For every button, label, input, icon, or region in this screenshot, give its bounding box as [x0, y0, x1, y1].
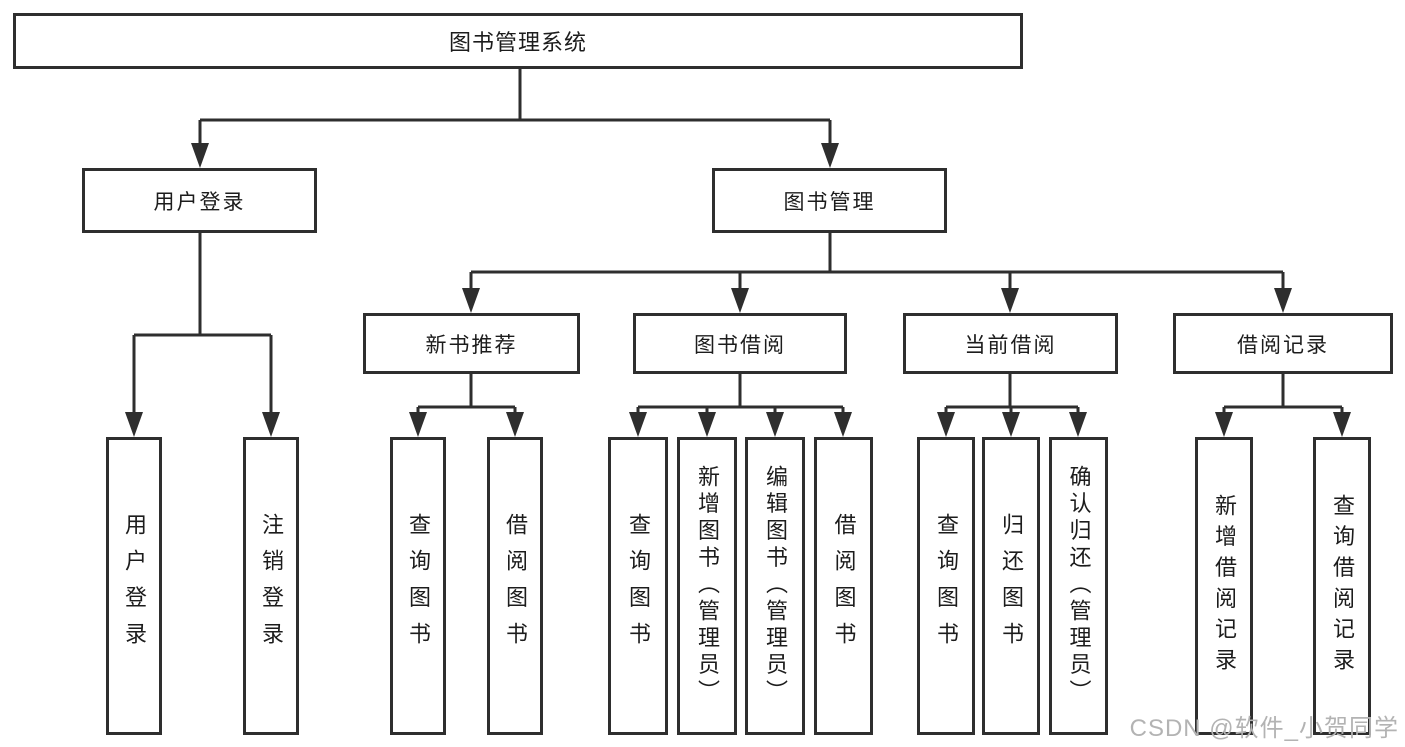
leaf-logout: 注销登录	[243, 437, 299, 735]
leaf-query-books: 查询图书	[608, 437, 668, 735]
leaf-label: 借阅图书	[503, 513, 528, 659]
leaf-add-book-admin: 新增图书（管理员）	[677, 437, 737, 735]
leaf-label: 注销登录	[259, 513, 284, 659]
leaf-label: 查询图书	[934, 513, 959, 659]
leaf-user-login: 用户登录	[106, 437, 162, 735]
node-label: 用户登录	[153, 190, 246, 214]
node-label: 图书管理	[783, 190, 876, 214]
node-label: 图书借阅	[694, 333, 786, 357]
leaf-label: 查询图书	[406, 513, 431, 659]
leaf-label: 用户登录	[122, 513, 147, 659]
leaf-label: 确认归还（管理员）	[1066, 465, 1092, 707]
leaf-label: 查询图书	[626, 513, 651, 659]
node-user-login: 用户登录	[82, 168, 317, 233]
node-book-borrowing: 图书借阅	[633, 313, 847, 374]
node-book-management: 图书管理	[712, 168, 947, 233]
leaf-borrow-books: 借阅图书	[487, 437, 543, 735]
leaf-query-borrow-record: 查询借阅记录	[1313, 437, 1371, 735]
csdn-watermark: CSDN @软件_小贺同学	[1129, 715, 1399, 742]
node-label: 借阅记录	[1237, 333, 1329, 357]
leaf-label: 编辑图书（管理员）	[763, 465, 788, 707]
node-label: 当前借阅	[964, 333, 1057, 357]
leaf-confirm-return-admin: 确认归还（管理员）	[1049, 437, 1108, 735]
leaf-label: 新增借阅记录	[1212, 493, 1237, 679]
leaf-label: 新增图书（管理员）	[695, 465, 720, 707]
leaf-label: 借阅图书	[831, 513, 857, 659]
leaf-label: 查询借阅记录	[1330, 493, 1355, 679]
node-borrowing-records: 借阅记录	[1173, 313, 1393, 374]
leaf-add-borrow-record: 新增借阅记录	[1195, 437, 1253, 735]
leaf-query-books: 查询图书	[390, 437, 446, 735]
node-label: 新书推荐	[425, 333, 518, 357]
node-new-book-recommendation: 新书推荐	[363, 313, 580, 374]
leaf-borrow-books: 借阅图书	[814, 437, 873, 735]
leaf-edit-book-admin: 编辑图书（管理员）	[745, 437, 805, 735]
leaf-return-book: 归还图书	[982, 437, 1040, 735]
node-current-borrowing: 当前借阅	[903, 313, 1118, 374]
leaf-label: 归还图书	[999, 513, 1024, 659]
leaf-query-books: 查询图书	[917, 437, 975, 735]
node-label: 图书管理系统	[448, 30, 587, 55]
node-library-management-system: 图书管理系统	[13, 13, 1023, 69]
